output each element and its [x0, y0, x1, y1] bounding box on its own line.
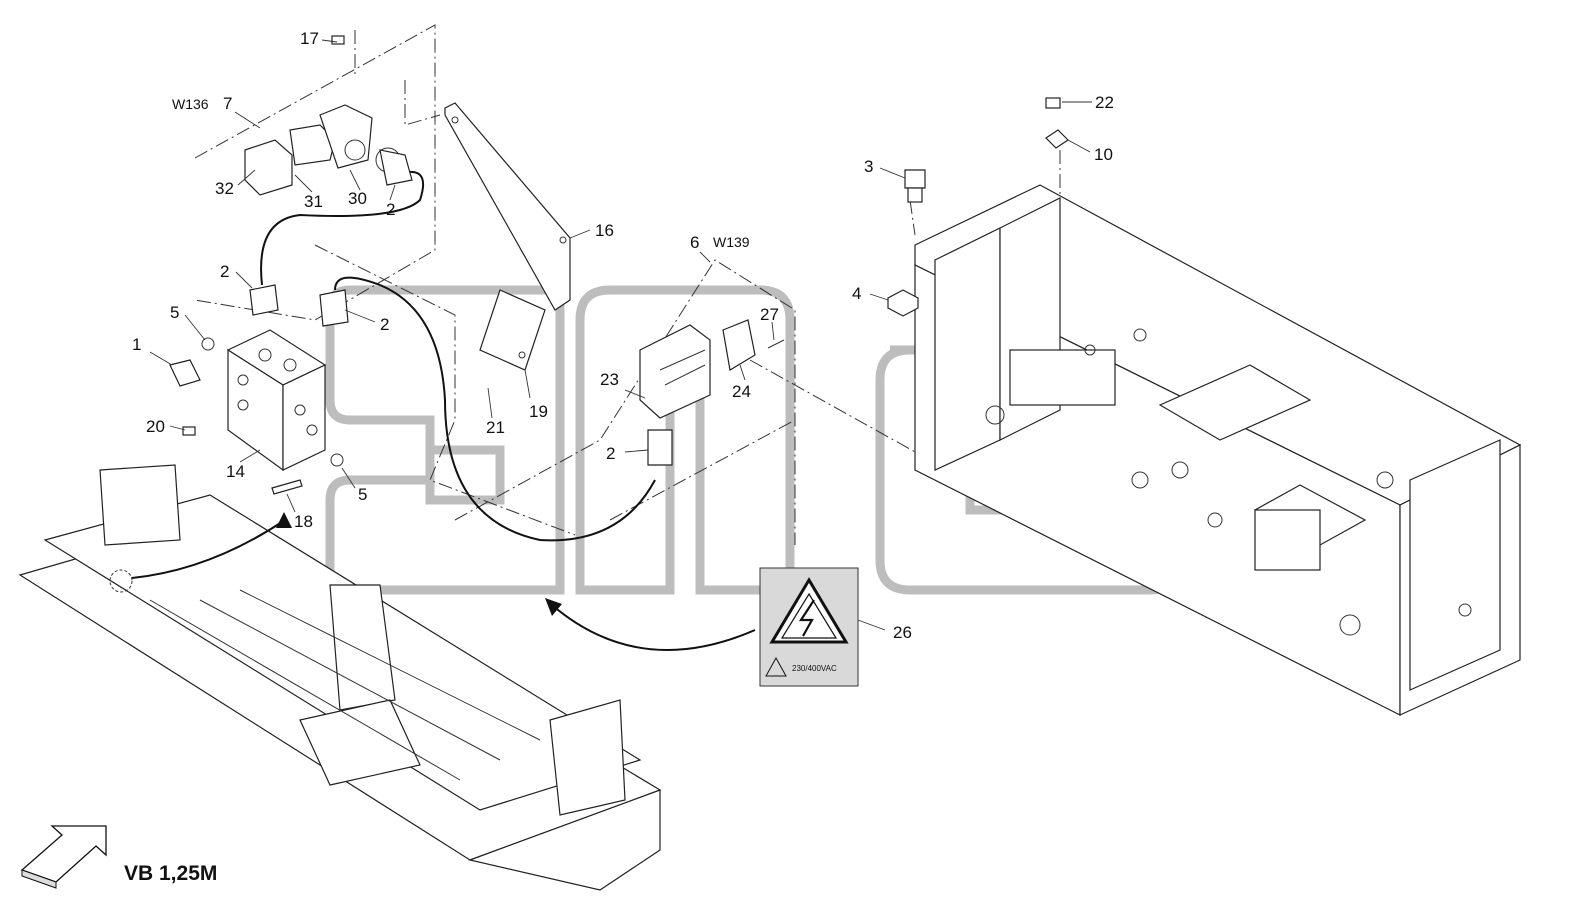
small-parts	[887, 97, 1069, 317]
callout-4: 4	[852, 284, 861, 303]
callout-24: 24	[732, 382, 751, 401]
callout-17: 17	[300, 29, 319, 48]
callout-19: 19	[529, 402, 548, 421]
leader-lines	[149, 39, 1092, 631]
callout-16: 16	[595, 221, 614, 240]
callout-32: 32	[215, 179, 234, 198]
callout-31: 31	[304, 192, 323, 211]
callout-numbers: 17 W136 7 32 31 30 2 2 2 5 1 20 14 5 18 …	[132, 29, 1114, 642]
callout-2a: 2	[386, 200, 395, 219]
arrow-head-icon	[545, 598, 562, 616]
variant-label: VB 1,25M	[124, 862, 217, 885]
callout-23: 23	[600, 370, 619, 389]
callout-26: 26	[893, 623, 912, 642]
callout-18: 18	[294, 512, 313, 531]
callout-2d: 2	[606, 444, 615, 463]
warning-sign-text: 230/400VAC	[792, 664, 837, 673]
arrow-head-icon	[276, 512, 292, 528]
callout-22: 22	[1095, 93, 1114, 112]
callout-6: 6	[690, 233, 699, 252]
mounting-plate	[444, 102, 571, 371]
cable-glands	[249, 149, 673, 466]
callout-2b: 2	[220, 262, 229, 281]
wire-label-w139: W139	[713, 234, 750, 250]
switch-assembly	[244, 35, 407, 196]
connector-housing	[639, 319, 785, 419]
small-warning-icon	[765, 656, 787, 677]
lightning-bolt-icon	[798, 599, 815, 637]
callout-20: 20	[146, 417, 165, 436]
callout-2c: 2	[380, 315, 389, 334]
machine-overview	[18, 464, 662, 891]
callout-21: 21	[486, 418, 505, 437]
callout-10: 10	[1094, 145, 1113, 164]
callout-5b: 5	[358, 485, 367, 504]
warning-triangle-icon	[769, 577, 849, 644]
callout-3: 3	[864, 157, 873, 176]
callout-27: 27	[760, 305, 779, 324]
callout-7: 7	[223, 94, 232, 113]
chassis-frame	[914, 184, 1522, 716]
callout-5a: 5	[170, 303, 179, 322]
warning-sign: 230/400VAC	[759, 567, 859, 687]
callout-30: 30	[348, 189, 367, 208]
callout-14: 14	[226, 462, 245, 481]
callout-1: 1	[132, 335, 141, 354]
cables	[260, 170, 656, 542]
wire-label-w136: W136	[172, 96, 209, 112]
direction-arrow-icon	[20, 825, 107, 889]
reference-arrows	[131, 512, 756, 651]
junction-box	[169, 329, 344, 495]
